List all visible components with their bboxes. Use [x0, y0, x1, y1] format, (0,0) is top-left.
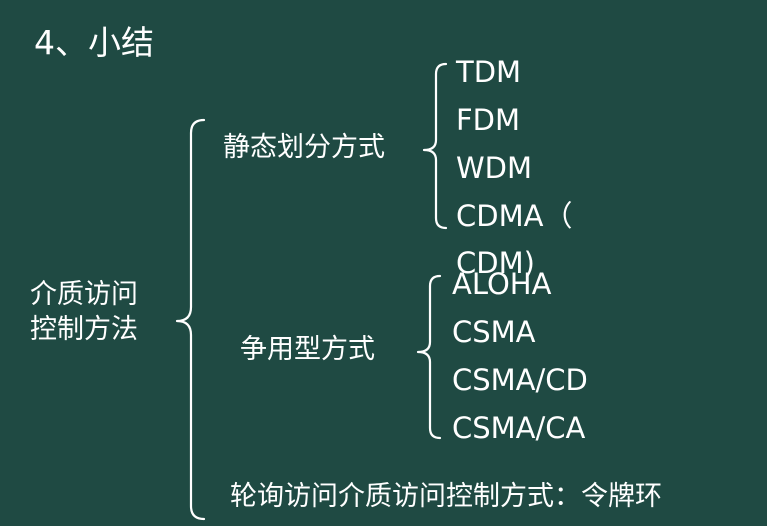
slide-title: 4、小结	[34, 23, 154, 62]
main-bracket	[175, 118, 206, 521]
static-item-tdm: TDM	[456, 55, 522, 89]
contention-item-csma: CSMA	[452, 315, 536, 349]
branch-polling-label: 轮询访问介质访问控制方式：令牌环	[230, 481, 662, 512]
root-label-line-1: 介质访问	[30, 279, 138, 310]
static-item-wdm: WDM	[456, 151, 533, 185]
root-label-line-2: 控制方法	[30, 314, 138, 345]
static-item-fdm: FDM	[456, 103, 521, 137]
contention-item-csma-cd: CSMA/CD	[452, 363, 588, 397]
contention-item-aloha: ALOHA	[452, 267, 552, 301]
branch-contention-label: 争用型方式	[240, 334, 375, 365]
contention-bracket	[416, 274, 442, 440]
contention-item-csma-ca: CSMA/CA	[452, 411, 586, 445]
branch-static-label: 静态划分方式	[223, 132, 385, 163]
static-item-cdma: CDMA（	[456, 199, 573, 233]
static-item-cdm: CDM)	[456, 246, 535, 280]
static-bracket	[422, 62, 448, 230]
